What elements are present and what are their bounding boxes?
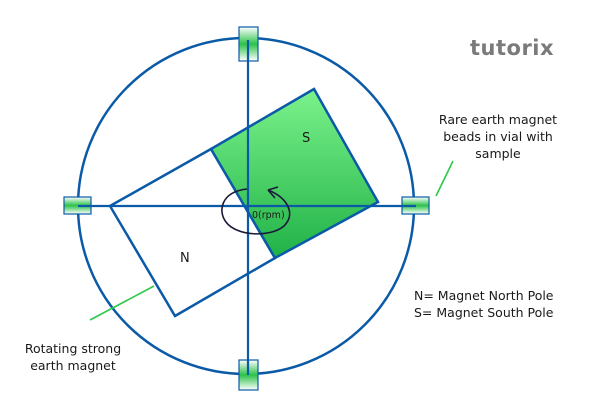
legend: N= Magnet North Pole S= Magnet South Pol… [414,287,554,321]
legend-south: S= Magnet South Pole [414,305,554,320]
south-pole-block [209,87,380,260]
vial-pointer-line [435,160,454,197]
magnet-pointer-line [89,285,155,321]
vial-annotation: Rare earth magnet beads in vial with sam… [420,111,576,162]
vial-annotation-line3: sample [475,146,521,161]
vial-annotation-line2: beads in vial with [443,129,553,144]
legend-north: N= Magnet North Pole [414,288,554,303]
vial-annotation-line1: Rare earth magnet [438,112,558,127]
tutorix-logo: tutorix [470,36,555,60]
south-pole-label: S [302,131,311,146]
rotation-speed-label: 0(rpm) [252,210,285,221]
magnet-annotation-line2: earth magnet [30,358,116,373]
magnet-annotation-line1: Rotating strong [24,341,122,356]
rotation-arrow-icon [221,188,291,235]
north-pole-label: N [180,251,190,266]
magnet-annotation: Rotating strong earth magnet [8,340,138,374]
